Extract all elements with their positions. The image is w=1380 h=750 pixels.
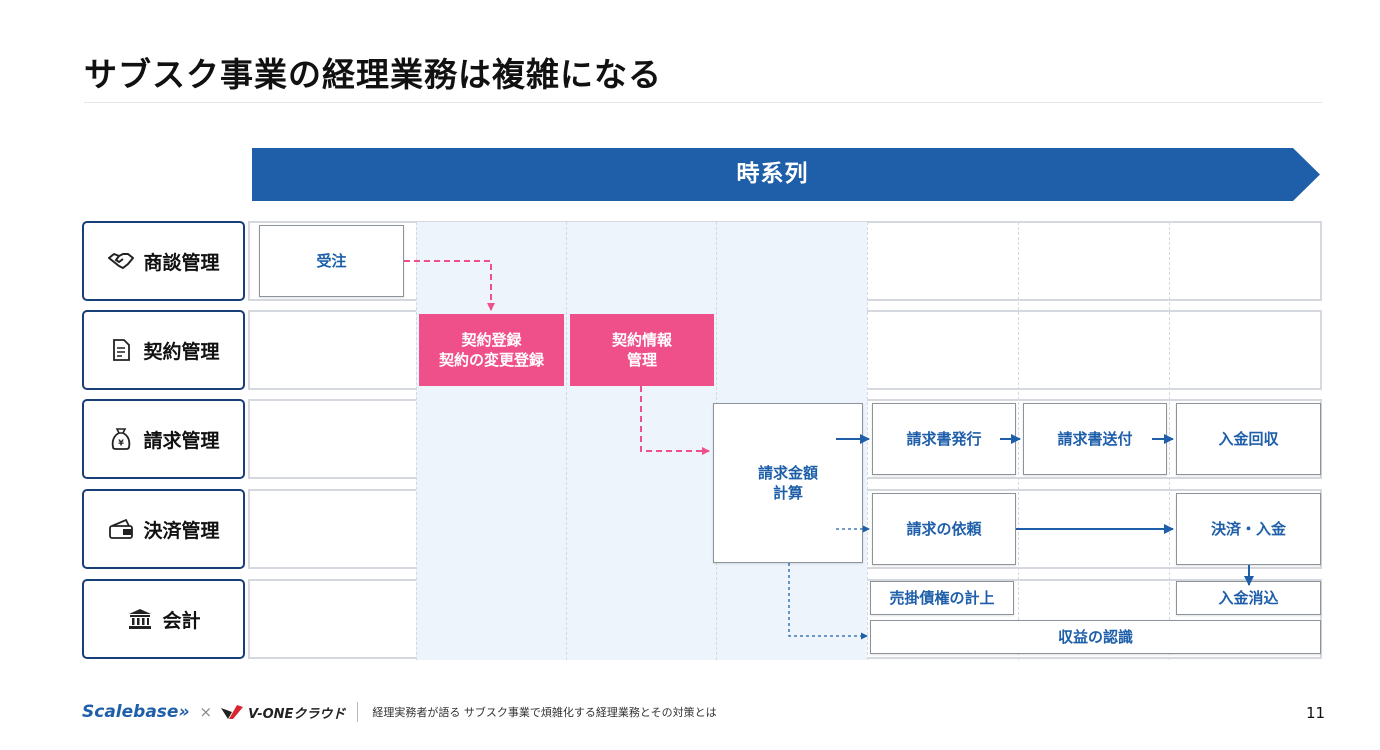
vone-logo-icon bbox=[221, 705, 244, 719]
title-divider bbox=[84, 102, 1322, 103]
box-text: 入金消込 bbox=[1218, 588, 1279, 607]
row-label-accounting: 会計 bbox=[82, 579, 245, 659]
page-number: 11 bbox=[1306, 704, 1326, 722]
footer: Scalebase» × V-ONEクラウド 経理実務者が語る サブスク事業で煩… bbox=[82, 700, 717, 724]
time-gridline bbox=[416, 222, 417, 660]
time-gridline bbox=[1018, 222, 1019, 660]
time-gridline bbox=[566, 222, 567, 660]
box-text: 受注 bbox=[316, 251, 347, 270]
box-text: 請求書発行 bbox=[906, 429, 982, 448]
footer-divider bbox=[357, 702, 359, 722]
box-text: 管理 bbox=[626, 351, 657, 369]
box-invoice-send: 請求書送付 bbox=[1023, 403, 1167, 475]
row-label-text: 決済管理 bbox=[143, 519, 220, 542]
box-text: 収益の認識 bbox=[1057, 627, 1133, 646]
box-revenue-recognition: 収益の認識 bbox=[870, 620, 1321, 654]
box-text: 請求金額 bbox=[757, 463, 818, 482]
row-label-billing: ¥ 請求管理 bbox=[82, 399, 245, 479]
box-receivable-record: 売掛債権の計上 bbox=[870, 581, 1014, 615]
time-gridline bbox=[867, 222, 868, 660]
box-text: 契約情報 bbox=[611, 330, 672, 349]
money-bag-icon: ¥ bbox=[107, 427, 135, 451]
row-label-sales: 商談管理 bbox=[82, 221, 245, 301]
row-label-settlement: 決済管理 bbox=[82, 489, 245, 569]
box-contract-register: 契約登録 契約の変更登録 bbox=[419, 314, 564, 386]
row-label-text: 会計 bbox=[162, 609, 201, 632]
vone-logo-text: V-ONEクラウド bbox=[248, 706, 346, 722]
box-text: 決済・入金 bbox=[1210, 519, 1286, 538]
page-title: サブスク事業の経理業務は複雑になる bbox=[84, 55, 662, 94]
box-text: 契約登録 bbox=[461, 330, 522, 349]
times-sign: × bbox=[199, 703, 213, 721]
row-label-contract: 契約管理 bbox=[82, 310, 245, 390]
document-icon bbox=[107, 338, 135, 362]
box-text: 請求書送付 bbox=[1057, 429, 1133, 448]
box-text: 計算 bbox=[772, 484, 803, 502]
box-text: 入金回収 bbox=[1218, 429, 1279, 448]
box-contract-info: 契約情報 管理 bbox=[570, 314, 714, 386]
box-invoice-issue: 請求書発行 bbox=[872, 403, 1016, 475]
box-settlement: 決済・入金 bbox=[1176, 493, 1321, 565]
timeline-label: 時系列 bbox=[736, 161, 809, 187]
row-label-text: 契約管理 bbox=[143, 340, 220, 363]
time-gridline bbox=[1169, 222, 1170, 660]
timeline-arrow: 時系列 bbox=[252, 148, 1320, 201]
row-label-text: 請求管理 bbox=[143, 429, 220, 452]
box-text: 売掛債権の計上 bbox=[889, 588, 995, 607]
vone-logo: V-ONEクラウド bbox=[220, 703, 345, 722]
footer-caption: 経理実務者が語る サブスク事業で煩雑化する経理業務とその対策とは bbox=[372, 706, 717, 719]
row-label-text: 商談管理 bbox=[143, 251, 220, 274]
wallet-card-icon bbox=[107, 517, 135, 541]
box-billing-calculation: 請求金額 計算 bbox=[713, 403, 863, 563]
box-text: 契約の変更登録 bbox=[438, 351, 544, 369]
box-text: 請求の依頼 bbox=[906, 519, 982, 538]
box-payment-clearing: 入金消込 bbox=[1176, 581, 1321, 615]
handshake-icon bbox=[107, 249, 135, 273]
scalebase-logo: Scalebase» bbox=[82, 702, 190, 722]
box-payment-collection: 入金回収 bbox=[1176, 403, 1321, 475]
svg-text:¥: ¥ bbox=[119, 439, 125, 448]
box-order: 受注 bbox=[259, 225, 404, 297]
bank-icon bbox=[126, 607, 154, 631]
box-billing-request: 請求の依頼 bbox=[872, 493, 1016, 565]
